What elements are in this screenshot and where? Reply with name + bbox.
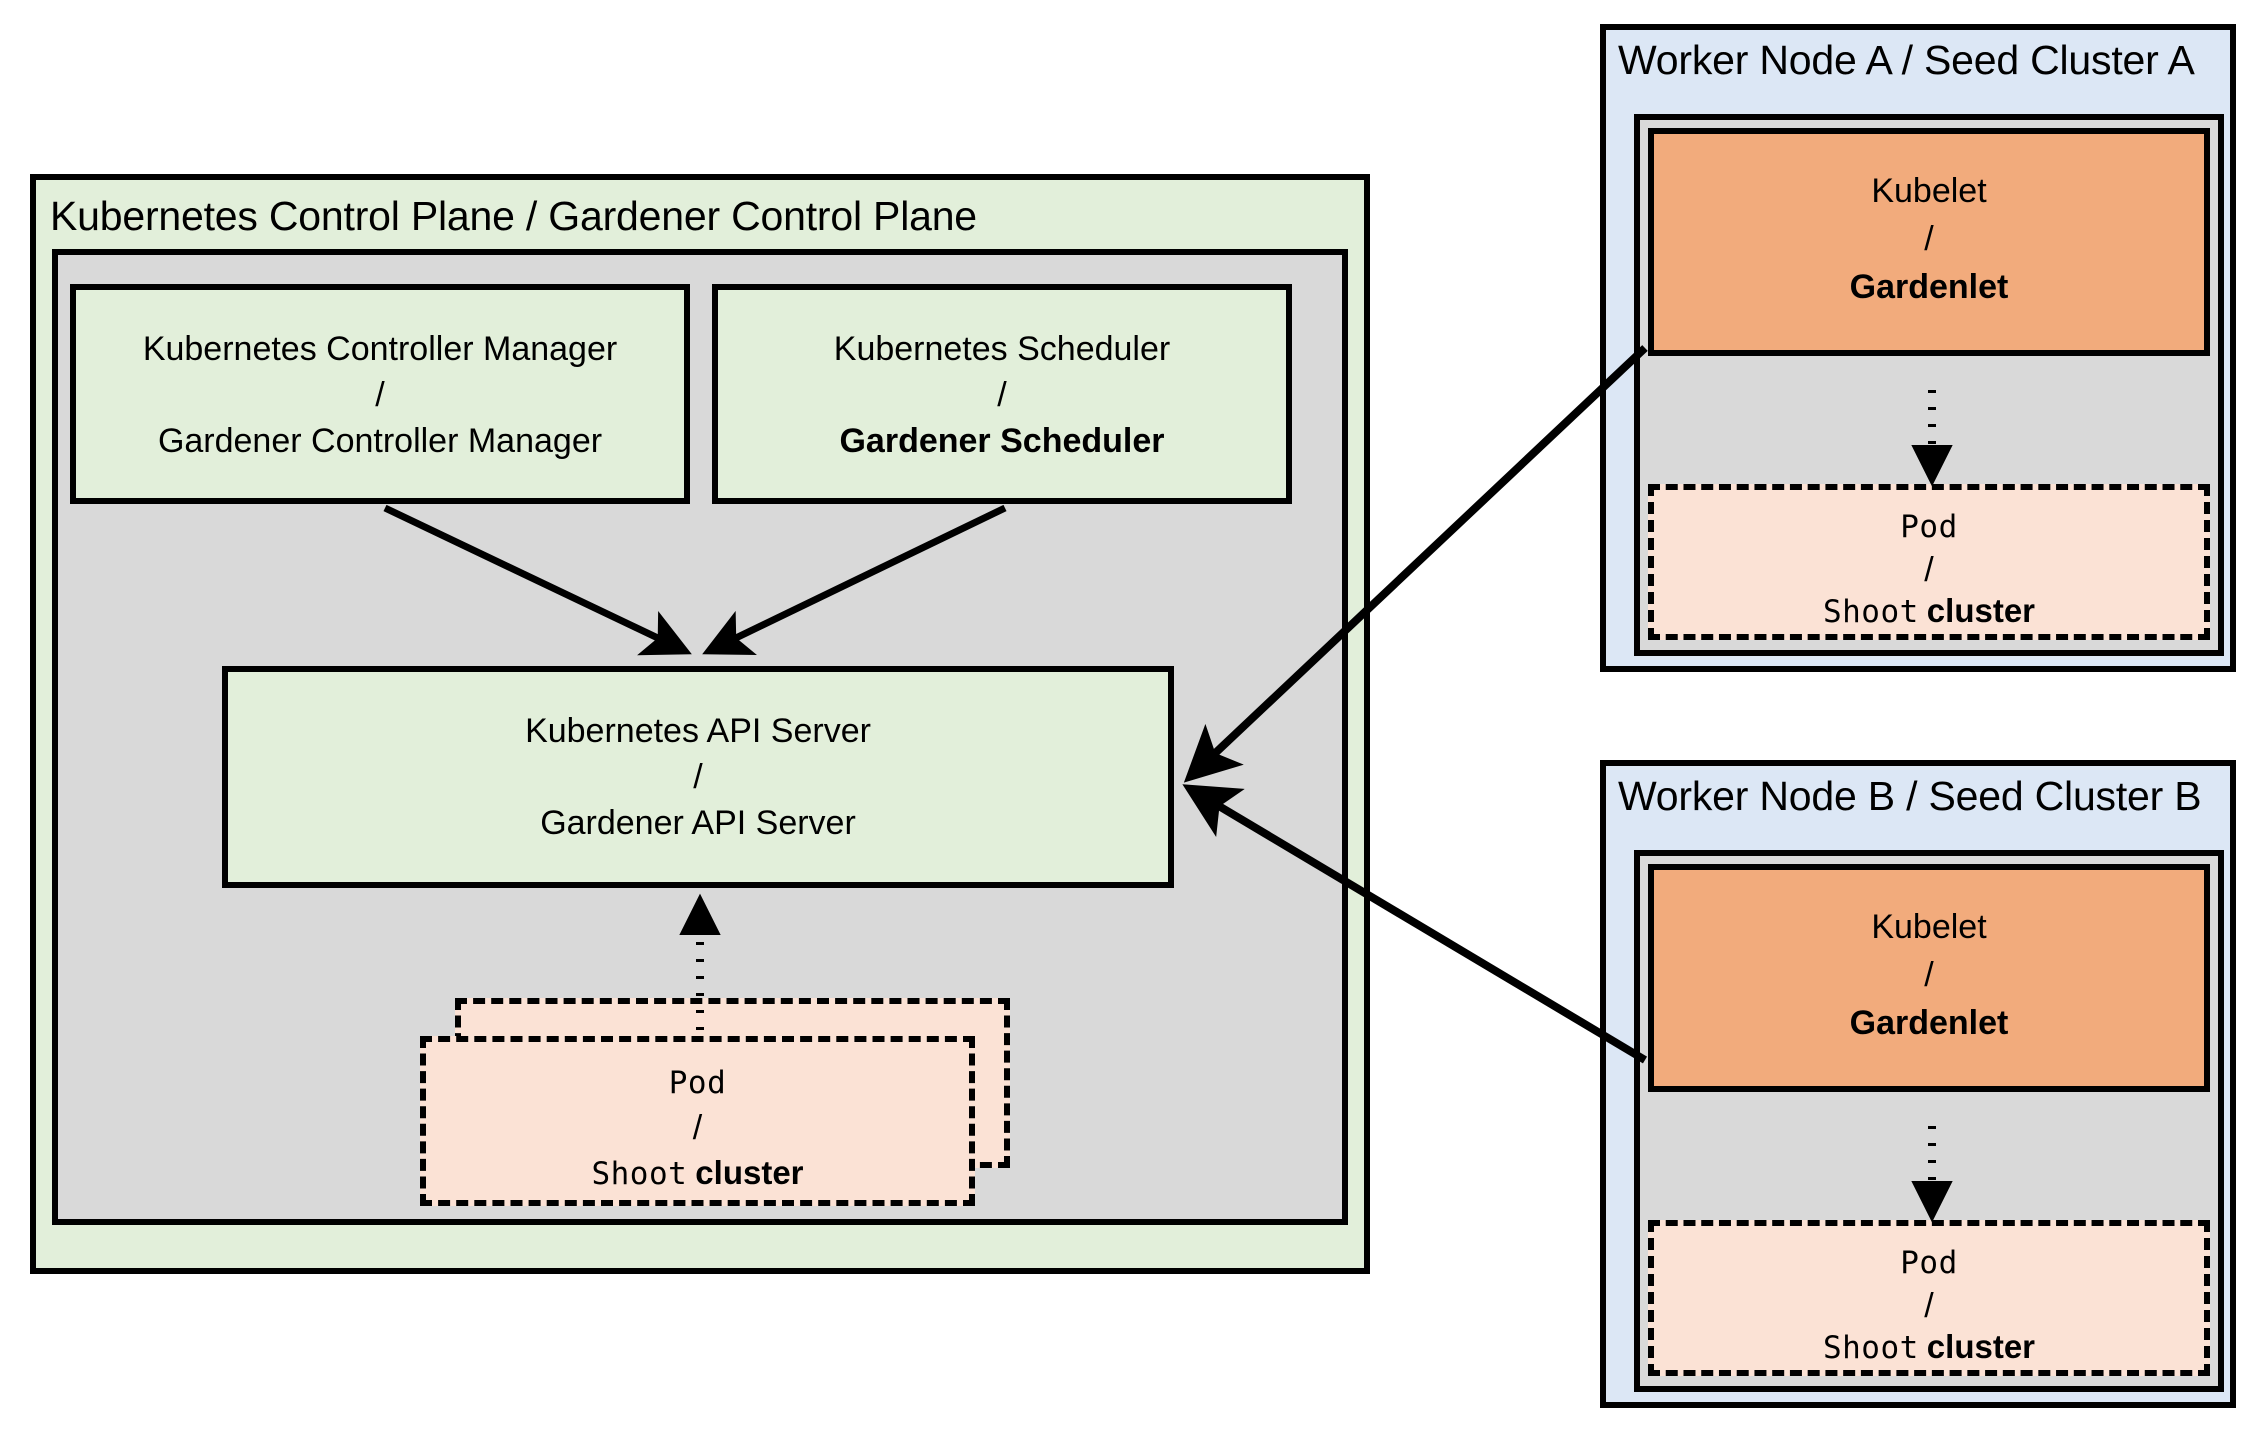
worker-node-a-pod-line1: Pod — [1900, 509, 1958, 545]
worker-node-a-pod-cluster-word: cluster — [1926, 592, 2036, 629]
kubernetes-api-server-box[interactable]: Kubernetes API Server / Gardener API Ser… — [222, 666, 1174, 888]
controller-manager-line2: Gardener Controller Manager — [157, 422, 603, 460]
scheduler-line2: Gardener Scheduler — [839, 422, 1165, 460]
control-plane-title: Kubernetes Control Plane / Gardener Cont… — [50, 193, 977, 239]
control-plane-pod-cluster-word: cluster — [695, 1154, 804, 1191]
worker-node-b-pod-cluster-word: cluster — [1926, 1328, 2036, 1365]
worker-node-b-kubelet-line1: Kubelet — [1871, 908, 1987, 946]
worker-node-b-pod-line1: Pod — [1900, 1245, 1958, 1281]
worker-node-a-pod-shoot-word: Shoot — [1822, 594, 1919, 630]
controller-manager-separator: / — [375, 376, 385, 414]
worker-node-a-pod-separator: / — [1924, 551, 1934, 589]
controller-manager-line1: Kubernetes Controller Manager — [142, 330, 618, 368]
worker-node-a-kubelet-line2: Gardenlet — [1849, 268, 2009, 306]
worker-node-b-kubelet-box[interactable]: Kubelet / Gardenlet — [1648, 864, 2210, 1092]
worker-node-a-kubelet-separator: / — [1924, 220, 1934, 258]
kubernetes-scheduler-box[interactable]: Kubernetes Scheduler / Gardener Schedule… — [712, 284, 1292, 504]
scheduler-separator: / — [997, 376, 1007, 414]
control-plane-pod-separator: / — [692, 1109, 703, 1147]
worker-node-a-kubelet-box[interactable]: Kubelet / Gardenlet — [1648, 128, 2210, 356]
api-server-line1: Kubernetes API Server — [525, 712, 871, 750]
api-server-separator: / — [693, 758, 703, 796]
control-plane-pod-shoot-word: Shoot — [591, 1156, 688, 1192]
worker-node-b-kubelet-separator: / — [1924, 956, 1934, 994]
worker-node-a-title: Worker Node A / Seed Cluster A — [1618, 37, 2195, 83]
kubernetes-controller-manager-box[interactable]: Kubernetes Controller Manager / Gardener… — [70, 284, 690, 504]
scheduler-line1: Kubernetes Scheduler — [833, 330, 1171, 368]
worker-node-a-kubelet-line1: Kubelet — [1871, 172, 1987, 210]
worker-node-b-pod-separator: / — [1924, 1287, 1934, 1325]
control-plane-pod-line1: Pod — [668, 1065, 727, 1101]
api-server-line2: Gardener API Server — [540, 804, 856, 842]
worker-node-b-title: Worker Node B / Seed Cluster B — [1618, 773, 2202, 819]
worker-node-b-kubelet-line2: Gardenlet — [1849, 1004, 2009, 1042]
worker-node-b-pod-shoot-word: Shoot — [1822, 1330, 1919, 1366]
